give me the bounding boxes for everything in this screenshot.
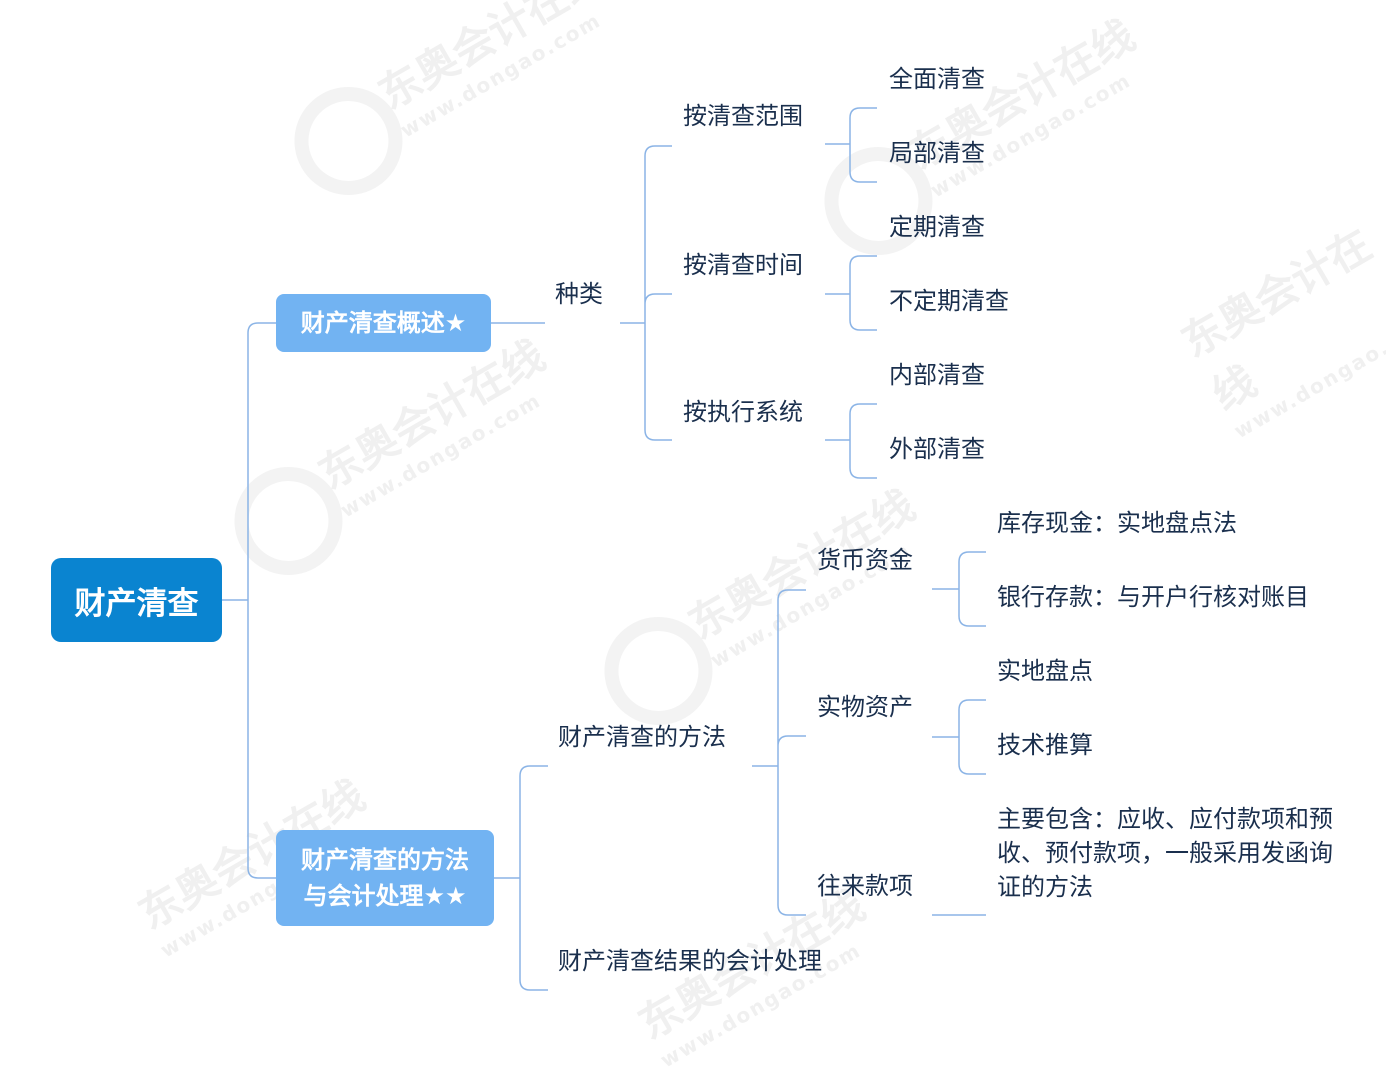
connector-cash-items [932, 551, 986, 627]
item-physical-count[interactable]: 实地盘点 [997, 657, 1093, 685]
item-cash-on-hand[interactable]: 库存现金：实地盘点法 [997, 509, 1237, 537]
branch-methods-node[interactable]: 财产清查的方法 与会计处理★★ [276, 830, 494, 926]
connector-physical-items [932, 699, 986, 775]
item-technical-estimate[interactable]: 技术推算 [997, 731, 1093, 759]
item-periodic-inventory[interactable]: 定期清查 [889, 213, 985, 241]
item-irregular-inventory[interactable]: 不定期清查 [889, 287, 1009, 315]
connector-methods-groups [752, 589, 806, 916]
methods-node[interactable]: 财产清查的方法 [558, 723, 726, 751]
item-bank-deposit[interactable]: 银行存款：与开户行核对账目 [997, 583, 1309, 611]
branch-methods-label-line1: 财产清查的方法 [301, 846, 469, 874]
group-executor-node[interactable]: 按执行系统 [683, 398, 803, 426]
branch-overview-label: 财产清查概述★ [300, 309, 467, 337]
connector-root-branches [222, 322, 276, 879]
connector-group2-items [825, 255, 877, 331]
group-time-node[interactable]: 按清查时间 [683, 251, 803, 279]
group-receivables-node[interactable]: 往来款项 [817, 872, 913, 900]
root-node[interactable]: 财产清查 [51, 558, 222, 642]
connector-branch2-children [494, 765, 548, 991]
item-full-inventory[interactable]: 全面清查 [889, 65, 985, 93]
item-receivables-description[interactable]: 主要包含：应收、应付款项和预收、预付款项，一般采用发函询证的方法 [997, 805, 1333, 901]
item-partial-inventory[interactable]: 局部清查 [889, 139, 985, 167]
branch-overview-node[interactable]: 财产清查概述★ [276, 294, 491, 352]
group-scope-node[interactable]: 按清查范围 [683, 102, 803, 130]
group-physical-node[interactable]: 实物资产 [817, 693, 913, 721]
root-label: 财产清查 [74, 585, 199, 622]
connector-category-groups [620, 145, 672, 441]
branch-methods-label-line2: 与会计处理★★ [303, 882, 467, 910]
category-node[interactable]: 种类 [555, 280, 603, 308]
group-cash-node[interactable]: 货币资金 [817, 546, 913, 574]
item-internal-inventory[interactable]: 内部清查 [889, 361, 985, 389]
results-node[interactable]: 财产清查结果的会计处理 [558, 947, 822, 975]
connector-group1-items [825, 107, 877, 183]
connector-group3-items [825, 403, 877, 479]
item-external-inventory[interactable]: 外部清查 [889, 435, 985, 463]
